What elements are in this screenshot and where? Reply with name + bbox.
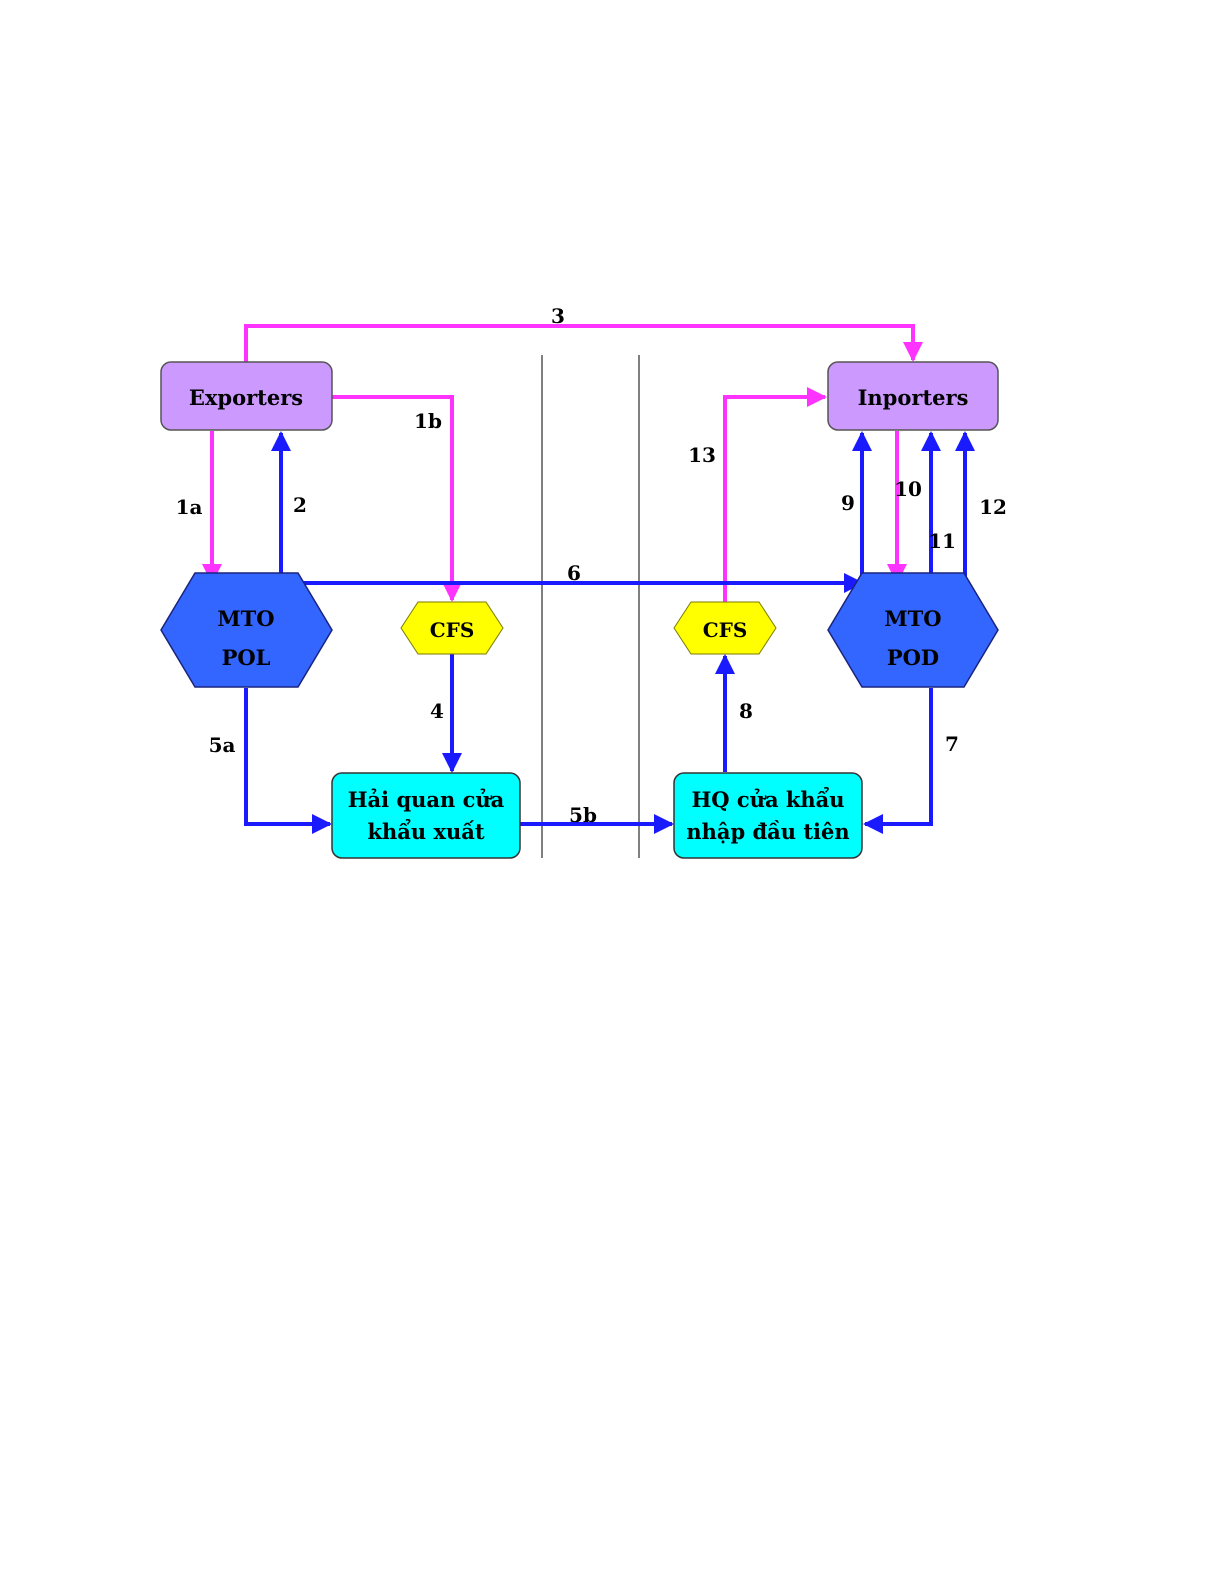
label-9: 9 (841, 491, 855, 515)
customs-export-line1: Hải quan cửa (348, 787, 505, 812)
arrow-5a (246, 688, 330, 824)
label-7: 7 (945, 732, 959, 756)
importers-label: Inporters (858, 385, 969, 410)
arrow-13 (725, 397, 825, 602)
arrow-3 (246, 326, 913, 362)
customs-import-node: HQ cửa khẩu nhập đầu tiên (674, 773, 862, 858)
mto-pod-line1: MTO (884, 606, 941, 631)
label-12: 12 (979, 495, 1007, 519)
mto-pol-node: MTO POL (161, 573, 332, 687)
cfs-export-label: CFS (430, 618, 475, 642)
label-5b: 5b (569, 803, 597, 827)
label-6: 6 (567, 561, 581, 585)
exporters-node: Exporters (161, 362, 332, 430)
importers-node: Inporters (828, 362, 998, 430)
customs-import-line1: HQ cửa khẩu (691, 787, 844, 812)
mto-pod-line2: POD (887, 645, 939, 670)
exporters-label: Exporters (189, 385, 303, 410)
cfs-import-label: CFS (703, 618, 748, 642)
mto-pod-node: MTO POD (828, 573, 998, 687)
label-11: 11 (928, 529, 956, 553)
customs-import-line2: nhập đầu tiên (686, 819, 849, 844)
cfs-export-node: CFS (401, 602, 503, 654)
label-8: 8 (739, 699, 753, 723)
arrow-7 (865, 688, 931, 824)
label-3: 3 (551, 304, 565, 328)
cfs-import-node: CFS (674, 602, 776, 654)
customs-export-node: Hải quan cửa khẩu xuất (332, 773, 520, 858)
label-5a: 5a (209, 733, 236, 757)
mto-pol-line2: POL (222, 645, 271, 670)
label-1a: 1a (176, 495, 203, 519)
label-4: 4 (430, 699, 444, 723)
mto-pol-line1: MTO (217, 606, 274, 631)
label-13: 13 (688, 443, 716, 467)
label-2: 2 (293, 493, 307, 517)
label-1b: 1b (414, 409, 442, 433)
customs-export-line2: khẩu xuất (367, 819, 484, 844)
label-10: 10 (894, 477, 922, 501)
